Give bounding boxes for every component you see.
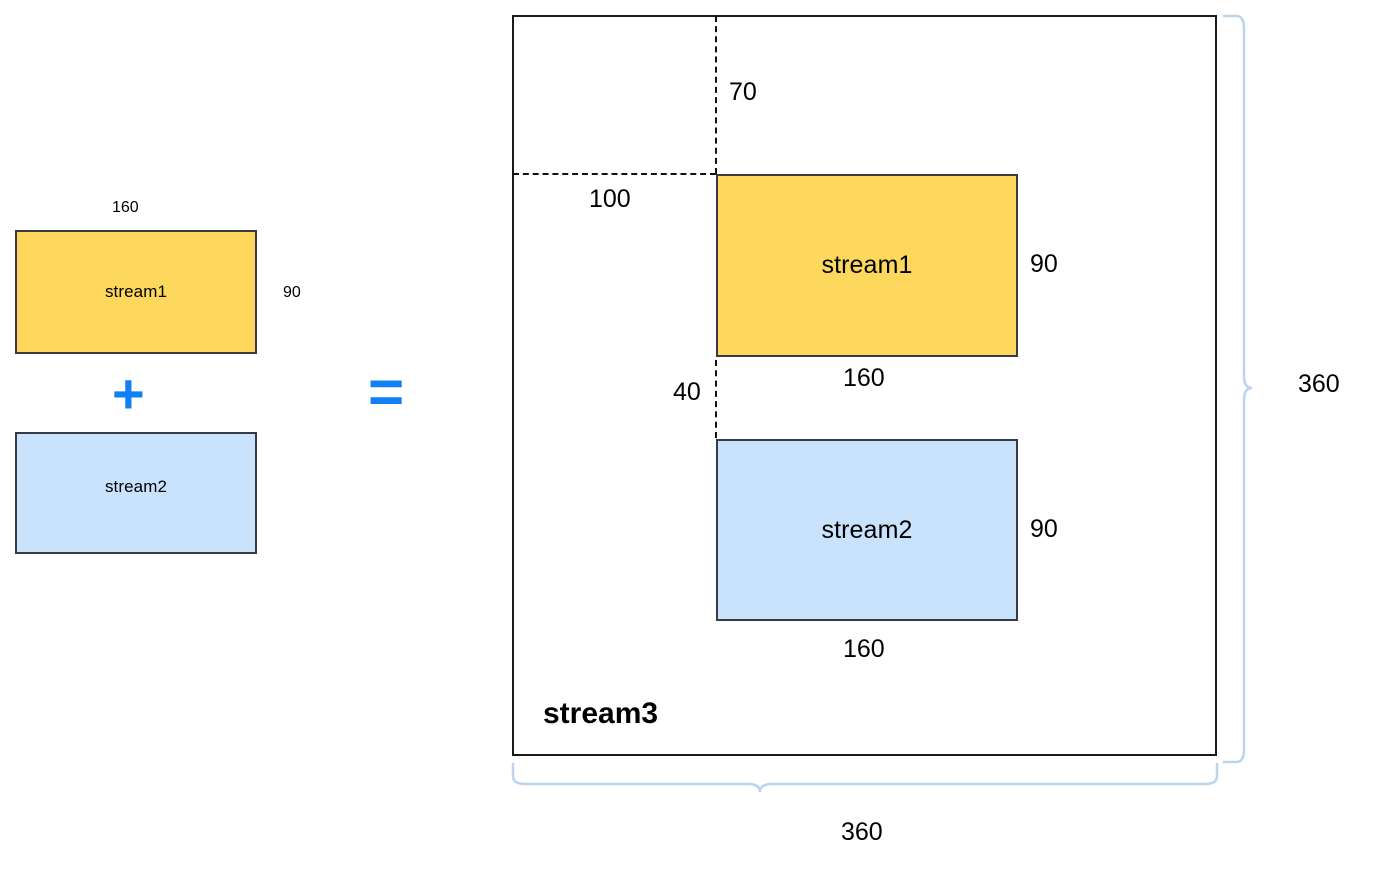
output-stream1-height-label: 90 — [1030, 250, 1058, 278]
left-stream1-label: stream1 — [104, 282, 168, 301]
output-stream2-box[interactable]: stream2 — [716, 439, 1018, 621]
left-stream1-width-label: 160 — [112, 199, 139, 216]
left-stream2-label: stream2 — [104, 477, 168, 496]
width-bracket — [511, 762, 1219, 793]
container-height-label: 360 — [1298, 370, 1340, 398]
equals-operator-icon: = — [368, 358, 405, 427]
output-stream1-box[interactable]: stream1 — [716, 174, 1018, 357]
container-width-label: 360 — [841, 818, 883, 846]
vertical-gap-dashed-guide — [715, 360, 717, 438]
output-stream2-label: stream2 — [821, 515, 913, 544]
output-stream1-label: stream1 — [821, 251, 913, 279]
offset-y-dashed-guide — [513, 173, 716, 175]
offset-x-dashed-guide — [715, 16, 717, 174]
output-stream1-width-label: 160 — [843, 364, 885, 392]
stream2-gap-label: 40 — [673, 378, 701, 406]
stream3-title-label: stream3 — [543, 697, 659, 730]
output-stream2-height-label: 90 — [1030, 515, 1058, 543]
stream3-container-box[interactable] — [512, 15, 1217, 756]
height-bracket — [1222, 14, 1253, 764]
output-stream2-width-label: 160 — [843, 635, 885, 663]
left-stream2-box[interactable]: stream2 — [15, 432, 257, 554]
stream1-offset-x-label: 100 — [589, 185, 631, 213]
left-stream1-box[interactable]: stream1 — [15, 230, 257, 354]
plus-operator-icon: + — [112, 362, 145, 425]
left-stream1-height-label: 90 — [283, 284, 301, 301]
stream1-offset-y-label: 70 — [729, 78, 757, 106]
